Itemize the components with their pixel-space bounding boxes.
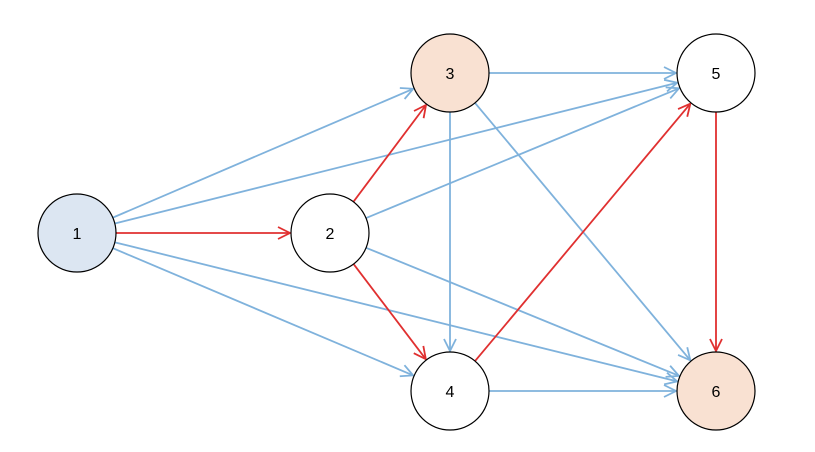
node-3: 3 [410,33,490,113]
edge-4-to-5 [474,102,692,362]
node-circle [410,351,490,431]
edge-4-to-6 [489,384,679,398]
node-label: 1 [73,226,82,243]
edge-line [474,103,692,362]
edge-line [112,87,414,219]
arrowhead-icon [443,338,457,354]
nodes-layer: 1 2 3 4 5 6 [37,33,756,431]
edge-line [114,241,678,383]
node-circle [676,33,756,113]
edge-line [365,246,680,377]
node-circle [410,33,490,113]
edge-line [352,263,427,360]
arrowhead-icon [399,364,416,378]
edge-2-to-5 [365,86,681,219]
edge-1-to-6 [114,241,680,386]
edge-1-to-2 [116,226,293,240]
arrowhead-icon [665,86,681,100]
arrowhead-icon [665,365,681,378]
edge-2-to-3 [352,103,428,203]
edge-5-to-6 [709,112,723,354]
arrowhead-icon [709,338,723,354]
edge-1-to-3 [112,87,416,219]
arrowhead-icon [677,102,692,117]
node-6: 6 [676,351,756,431]
node-1: 1 [37,193,117,273]
edge-line [112,247,414,377]
node-label: 2 [326,226,335,243]
edge-2-to-4 [352,263,428,361]
edge-line [352,104,427,203]
edge-3-to-5 [489,66,679,80]
node-circle [37,193,117,273]
edge-1-to-4 [112,247,416,378]
edge-line [365,87,680,219]
edge-line [114,81,678,225]
node-label: 6 [712,384,721,401]
node-label: 4 [446,384,455,401]
arrowhead-icon [413,345,428,361]
node-4: 4 [410,351,490,431]
edge-2-to-6 [365,246,681,378]
arrowhead-icon [663,66,679,80]
edge-3-to-4 [443,112,457,354]
arrowhead-icon [399,87,416,100]
node-circle [676,351,756,431]
node-5: 5 [676,33,756,113]
node-label: 3 [446,66,455,83]
arrowhead-icon [663,384,679,398]
edge-1-to-5 [114,78,680,225]
arrowhead-icon [413,103,428,119]
arrowhead-icon [277,226,293,240]
node-label: 5 [712,66,721,83]
node-circle [290,193,370,273]
node-2: 2 [290,193,370,273]
arrowhead-icon [677,347,692,362]
edges-layer [112,66,723,398]
